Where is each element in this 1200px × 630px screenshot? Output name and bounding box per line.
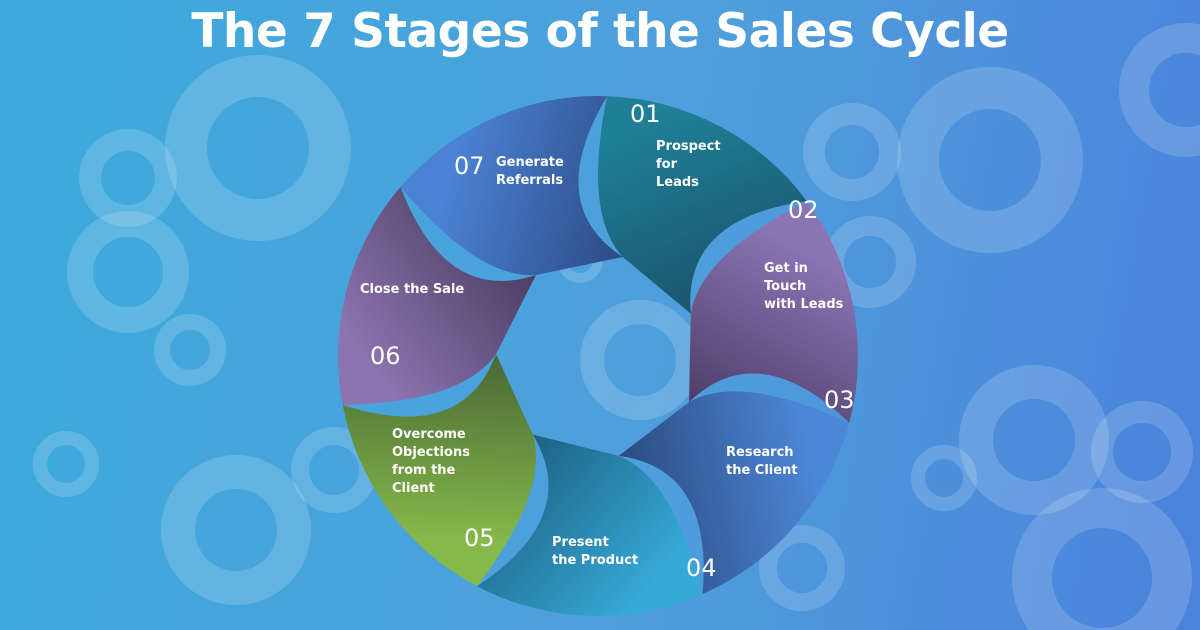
stage-03-label: Research the Client — [726, 445, 798, 478]
stage-03-label-line: the Client — [726, 463, 798, 478]
stage-03-label-line: Research — [726, 445, 794, 460]
stage-05-segment — [342, 354, 537, 587]
stage-06-label: Close the Sale — [360, 282, 464, 297]
stage-02-label: Get in Touch with Leads — [764, 261, 844, 312]
stage-05-number: 05 — [464, 524, 495, 552]
stage-06-label-line: Close the Sale — [360, 282, 464, 297]
stage-06-segment — [338, 186, 536, 405]
stage-07-label-line: Referrals — [496, 173, 563, 188]
stage-07-number: 07 — [454, 152, 485, 180]
stage-02-label-line: Get in — [764, 261, 808, 276]
stage-02-label-line: with Leads — [764, 297, 844, 312]
stage-05-label-line: Client — [392, 481, 435, 496]
stage-04-number: 04 — [686, 554, 717, 582]
stage-04-label-line: Present — [552, 535, 609, 550]
stage-04-segment — [477, 434, 703, 616]
stage-02-number: 02 — [788, 196, 819, 224]
stage-06-number: 06 — [370, 342, 401, 370]
stage-07-label-line: Generate — [496, 155, 564, 170]
stage-05-label-line: Overcome — [392, 427, 466, 442]
stage-05-label-line: Objections — [392, 445, 470, 460]
stage-03-segment — [618, 391, 850, 594]
stage-03-number: 03 — [824, 386, 855, 414]
stage-01-label-line: Leads — [656, 175, 699, 190]
cycle-segments — [338, 96, 858, 616]
stage-01-label-line: Prospect — [656, 139, 721, 154]
stage-01-number: 01 — [630, 100, 661, 128]
page-title: The 7 Stages of the Sales Cycle — [191, 4, 1009, 59]
stage-07-segment — [400, 96, 623, 276]
stage-05-label-line: from the — [392, 463, 456, 478]
stage-01-label-line: for — [656, 157, 678, 172]
stage-04-label: Present the Product — [552, 535, 638, 568]
stage-01-segment — [598, 96, 807, 314]
stage-04-label-line: the Product — [552, 553, 638, 568]
stage-02-label-line: Touch — [764, 279, 806, 294]
stage-02-segment — [689, 201, 858, 423]
